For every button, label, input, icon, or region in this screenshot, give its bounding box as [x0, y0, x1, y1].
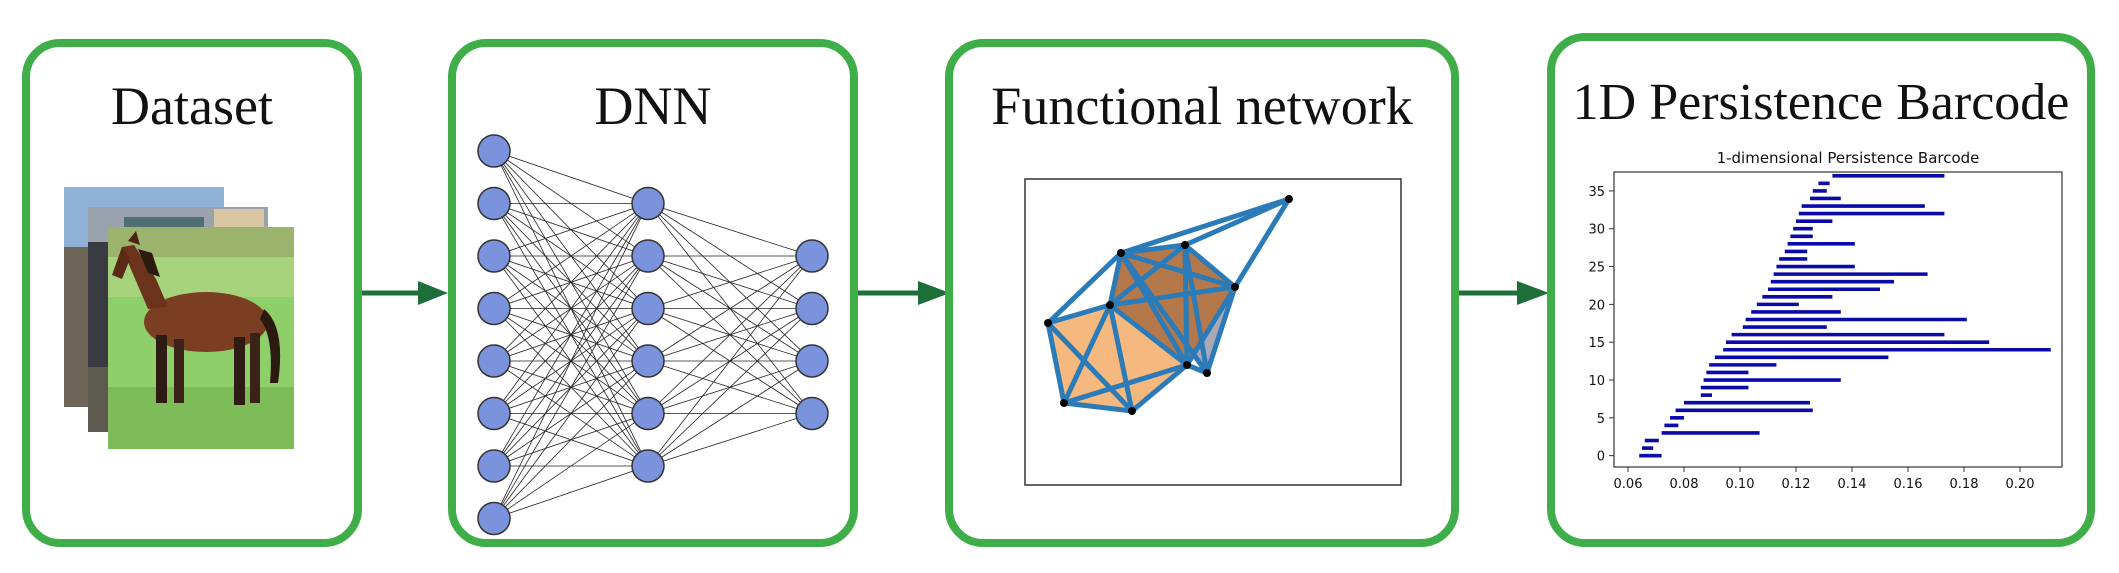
- y-tick-label: 5: [1597, 412, 1605, 427]
- dnn-connection: [493, 203, 649, 362]
- functional-network-panel: Functional network: [945, 39, 1459, 547]
- chart-title: 1-dimensional Persistence Barcode: [1717, 149, 1980, 167]
- x-tick-label: 0.20: [2006, 477, 2035, 492]
- arrow-dnn-to-functional: [858, 281, 950, 305]
- dnn-connection: [493, 413, 649, 519]
- dataset-image-stack: [64, 187, 294, 449]
- dnn-neuron: [631, 449, 665, 483]
- dnn-connection: [647, 255, 813, 414]
- y-tick-label: 20: [1588, 298, 1605, 313]
- dnn-connection: [647, 360, 813, 467]
- dnn-neuron: [795, 396, 829, 431]
- dnn-neuron: [477, 396, 511, 431]
- dnn-connection: [493, 360, 649, 519]
- dnn-title: DNN: [594, 76, 712, 136]
- dnn-connection: [493, 465, 649, 519]
- x-tick-label: 0.06: [1614, 477, 1643, 492]
- dnn-neuron: [795, 239, 829, 273]
- dnn-connection: [647, 255, 813, 467]
- dataset-image-horse: [108, 227, 294, 449]
- x-tick-label: 0.10: [1726, 477, 1755, 492]
- y-tick-label: 35: [1588, 185, 1605, 200]
- dnn-panel: DNN: [448, 39, 858, 547]
- dnn-neuron: [631, 291, 665, 326]
- network-nodes: [1044, 195, 1293, 415]
- x-tick-label: 0.18: [1950, 477, 1979, 492]
- dnn-neuron: [795, 291, 829, 326]
- y-tick-label: 15: [1588, 336, 1605, 351]
- dnn-connection: [647, 413, 813, 467]
- x-tick-label: 0.12: [1782, 477, 1811, 492]
- y-tick-label: 10: [1588, 374, 1605, 389]
- dnn-neuron: [477, 291, 511, 326]
- plot-frame: [1613, 171, 2063, 468]
- barcode-chart: 1-dimensional Persistence Barcode 0.06 0.…: [1588, 149, 2063, 492]
- dnn-neuron: [477, 134, 511, 168]
- y-tick-label: 30: [1588, 223, 1605, 238]
- dnn-connection: [493, 203, 649, 309]
- dnn-connection: [647, 203, 813, 257]
- arrow-dataset-to-dnn: [362, 281, 448, 305]
- network-edges: [1045, 196, 1292, 414]
- dnn-neuron: [631, 344, 665, 378]
- dnn-neuron: [477, 449, 511, 483]
- dnn-connection: [493, 203, 649, 257]
- y-tick-label: 0: [1597, 450, 1605, 465]
- dnn-connection: [647, 255, 813, 362]
- dnn-neuron: [631, 396, 665, 431]
- x-tick-label: 0.08: [1670, 477, 1699, 492]
- dnn-connection: [493, 203, 649, 519]
- dnn-connection: [493, 150, 649, 204]
- dnn-neurons: [477, 134, 829, 536]
- dnn-connection: [493, 203, 649, 467]
- dnn-connections: [493, 150, 813, 519]
- dnn-connection: [647, 255, 813, 309]
- barcode-panel: 1D Persistence Barcode 1-dimensional Per…: [1547, 33, 2095, 547]
- dnn-connection: [647, 308, 813, 467]
- dnn-neuron: [477, 239, 511, 273]
- network-face: [1048, 305, 1132, 411]
- dnn-neuron: [477, 344, 511, 378]
- dnn-graph: [477, 134, 829, 536]
- dnn-neuron: [795, 344, 829, 378]
- x-tick-label: 0.14: [1838, 477, 1867, 492]
- functional-network-title: Functional network: [991, 76, 1413, 136]
- dnn-connection: [493, 255, 649, 519]
- dataset-panel: Dataset: [22, 39, 362, 547]
- dnn-neuron: [477, 501, 511, 536]
- dnn-neuron: [477, 186, 511, 221]
- arrow-functional-to-barcode: [1459, 281, 1549, 305]
- dnn-connection: [493, 308, 649, 519]
- dnn-neuron: [631, 186, 665, 221]
- barcode-panel-title: 1D Persistence Barcode: [1572, 74, 2070, 131]
- y-tick-label: 25: [1588, 261, 1605, 276]
- dnn-connection: [493, 203, 649, 414]
- dataset-title: Dataset: [111, 76, 273, 136]
- x-tick-label: 0.16: [1894, 477, 1923, 492]
- functional-network-graph: [1024, 178, 1402, 486]
- dnn-neuron: [631, 239, 665, 273]
